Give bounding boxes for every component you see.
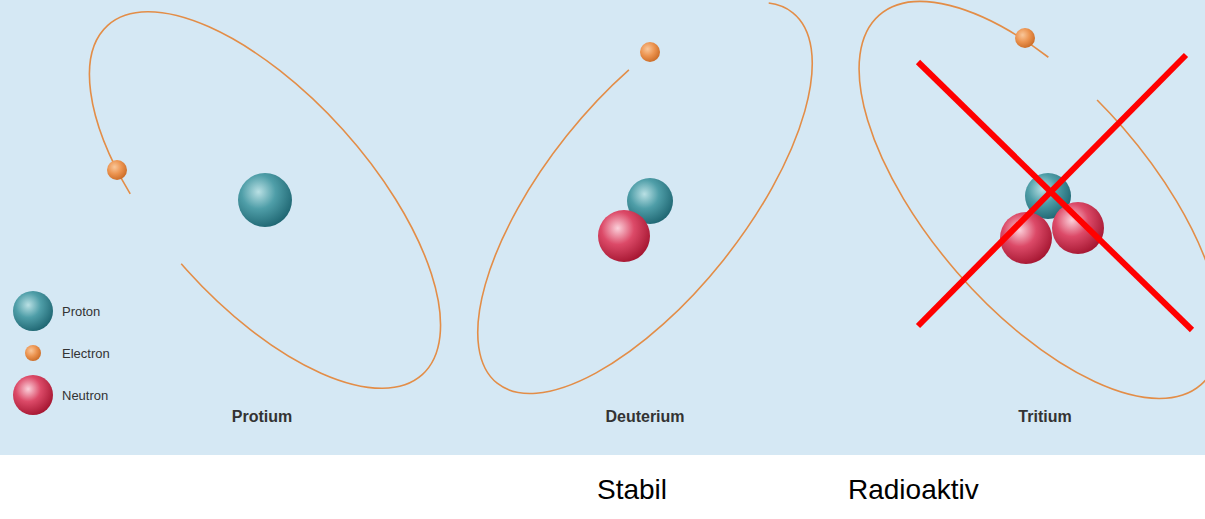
legend-text: Electron [62,346,110,361]
cross-out-line [918,62,1192,330]
background-panel [0,0,1205,455]
electron-orbit [30,0,501,445]
legend-electron-sample [25,345,41,361]
legend-text: Proton [62,304,100,319]
proton-sphere [238,173,292,227]
legend-entry: Electron [62,346,110,361]
isotope-name: Tritium [1018,408,1071,426]
isotope-name: Protium [232,408,292,426]
legend-entry: Proton [62,304,100,319]
electron-orbit [796,0,1205,457]
legend-text: Neutron [62,388,108,403]
stability-label: Radioaktiv [848,474,979,506]
electron-orbit [419,0,871,446]
stability-label: Stabil [597,474,667,506]
electron-sphere [107,160,127,180]
neutron-sphere [598,210,650,262]
legend-proton-sample [13,291,53,331]
cross-out-line [918,55,1186,326]
isotope-name: Deuterium [605,408,684,426]
electron-sphere [640,42,660,62]
legend-entry: Neutron [62,388,108,403]
neutron-sphere [1052,202,1104,254]
electron-sphere [1015,28,1035,48]
legend-neutron-sample [13,375,53,415]
